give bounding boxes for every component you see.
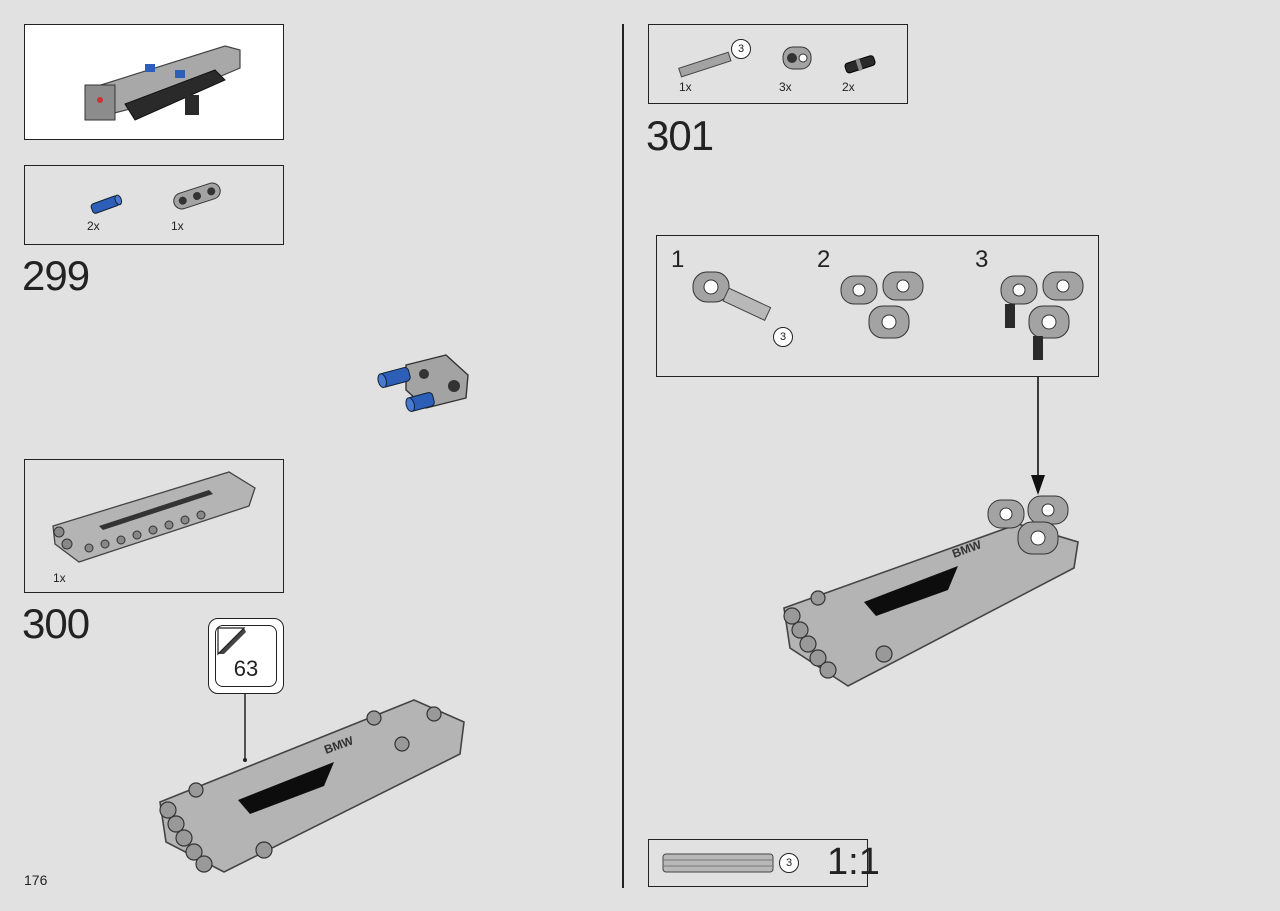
gray-connector-icon (782, 46, 812, 70)
substep-3-number: 3 (975, 246, 989, 273)
scale-box: 3 1:1 (648, 839, 880, 887)
axle-length-badge: 3 (731, 39, 751, 59)
step-299-parts-box: 2x 1x (24, 165, 284, 245)
step-number-299: 299 (22, 252, 90, 299)
sticker-number: 63 (233, 656, 259, 681)
substep-1-axle-badge: 3 (773, 327, 793, 347)
substep-1-icon (692, 271, 772, 322)
step-299-part-2-qty: 1x (171, 219, 184, 233)
black-pin-icon (844, 55, 876, 74)
step-299-part-1-qty: 2x (87, 219, 100, 233)
substep-3-icon (1000, 271, 1084, 360)
gray-panel-icon (52, 471, 256, 563)
down-arrow-icon (1031, 377, 1045, 495)
sticker-peel-icon (217, 627, 246, 656)
scale-axle-badge: 3 (779, 853, 799, 873)
step-301-part-3-qty: 2x (842, 80, 855, 94)
scale-ratio: 1:1 (827, 841, 880, 883)
axle-3-icon (678, 51, 732, 78)
gray-beam-icon (173, 182, 221, 210)
step-300-parts-box: 1x (24, 459, 284, 593)
callout-leader-line (243, 694, 247, 762)
submodel-preview-box (24, 24, 284, 140)
step-299-assembly-icon (377, 354, 469, 412)
sticker-callout: 63 (208, 618, 284, 694)
submodel-preview-icon (84, 45, 241, 121)
substep-box: 1 3 2 3 (656, 235, 1099, 377)
substep-1-number: 1 (671, 246, 685, 273)
step-300-assembly-icon: BMW (159, 699, 465, 873)
step-301-assembly-icon: BMW (783, 495, 1079, 687)
substep-2-number: 2 (817, 246, 831, 273)
step-number-300: 300 (22, 600, 90, 647)
page-number: 176 (24, 872, 48, 888)
substep-2-icon (840, 271, 924, 339)
sticker-callout-inner: 63 (215, 625, 277, 687)
step-301-part-1-qty: 1x (679, 80, 692, 94)
blue-pin-icon (90, 194, 123, 214)
step-number-301: 301 (646, 112, 714, 159)
step-301-parts-box: 3 1x 3x 2x (648, 24, 908, 104)
step-300-part-1-qty: 1x (53, 571, 66, 585)
axle-scale-icon (662, 853, 774, 873)
page-divider (622, 24, 624, 888)
step-301-part-2-qty: 3x (779, 80, 792, 94)
